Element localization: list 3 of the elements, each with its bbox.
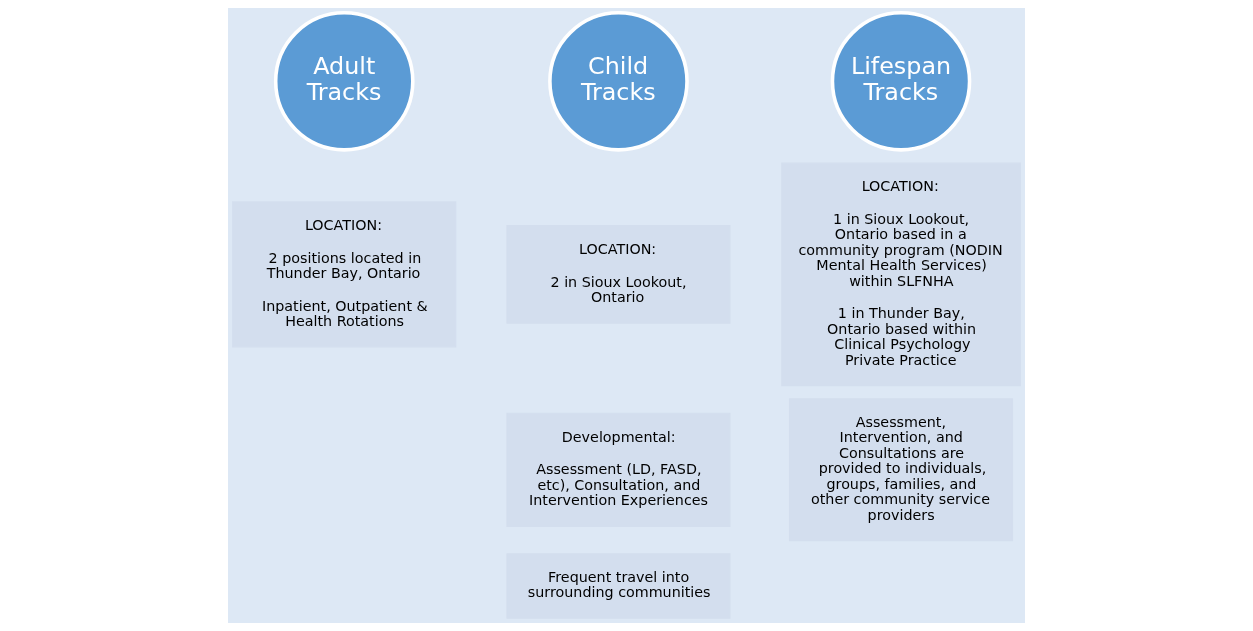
node-circle: Lifespan Tracks [830,11,972,152]
node-circle: Child Tracks [548,11,689,152]
node-circle: Adult Tracks [273,11,415,152]
